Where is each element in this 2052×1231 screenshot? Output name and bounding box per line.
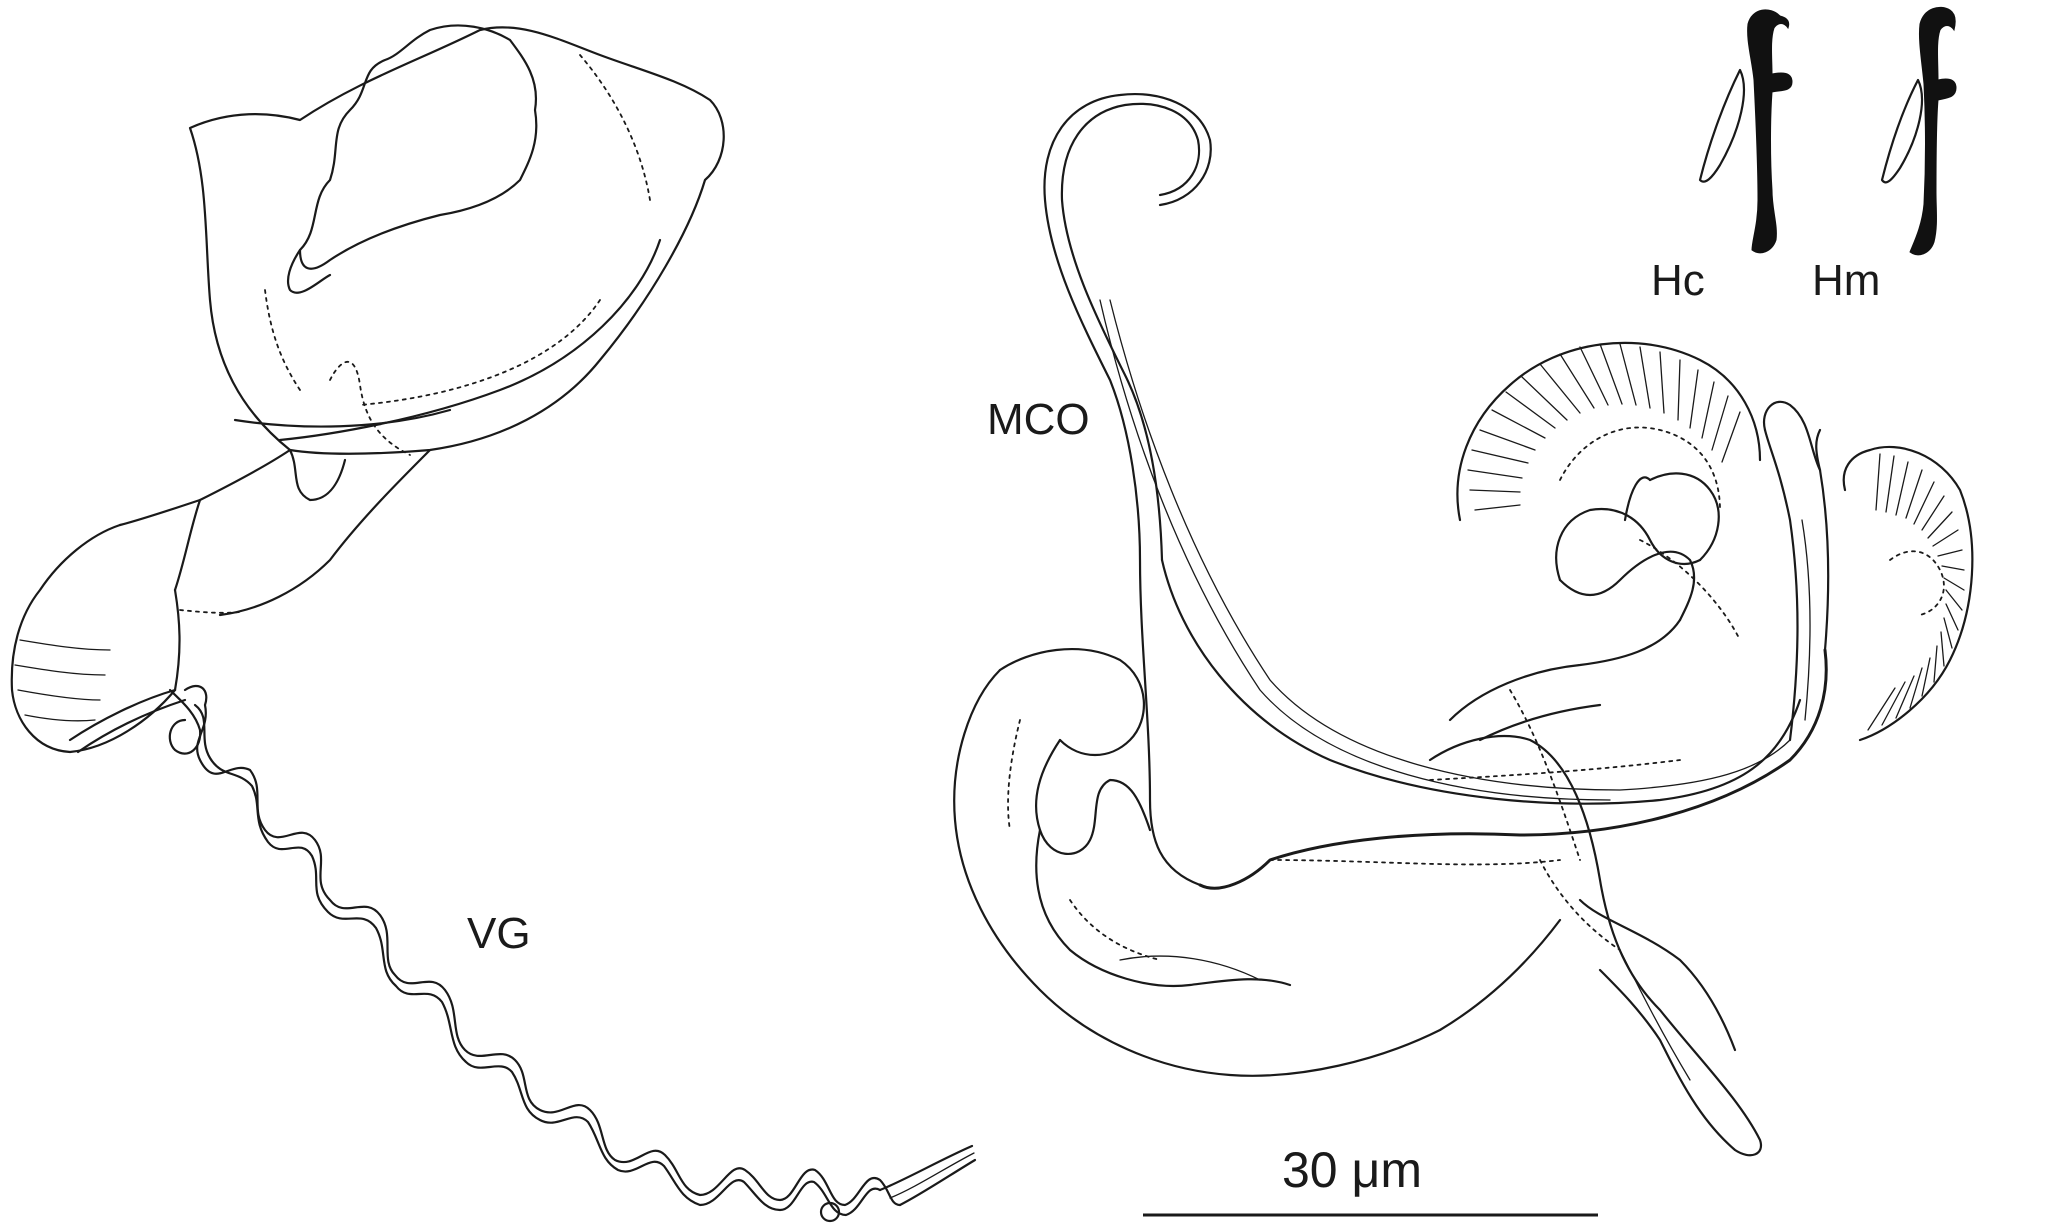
vagina-drawing [10, 24, 977, 1223]
mco-drawing [953, 93, 1974, 1157]
hook-hm-drawing [1880, 6, 1957, 256]
hm-label: Hm [1812, 256, 1881, 305]
vg-label: VG [467, 909, 531, 958]
hc-label: Hc [1651, 256, 1705, 305]
hook-hc-drawing [1698, 9, 1793, 254]
scale-bar-label: 30 μm [1282, 1142, 1422, 1198]
mco-label: MCO [987, 395, 1090, 444]
